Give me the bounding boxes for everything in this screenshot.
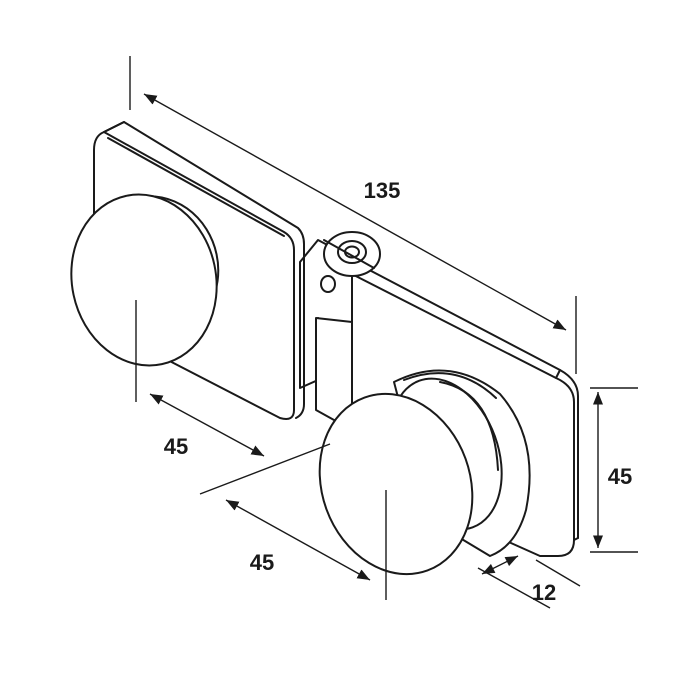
dim-label-left-cap-offset: 45 [164,434,188,459]
dimension-thickness: 12 [477,555,581,609]
dim-label-thickness: 12 [532,580,556,605]
dim-label-right-cap-offset: 45 [250,550,274,575]
dimension-overall-length: 135 [129,56,577,374]
dim-label-overall-length: 135 [364,178,401,203]
dimension-right-cap-offset: 45 [199,443,387,600]
dimension-left-cap-offset: 45 [135,300,265,459]
dimension-plate-height: 45 [590,387,638,553]
dim-label-plate-height: 45 [608,464,632,489]
